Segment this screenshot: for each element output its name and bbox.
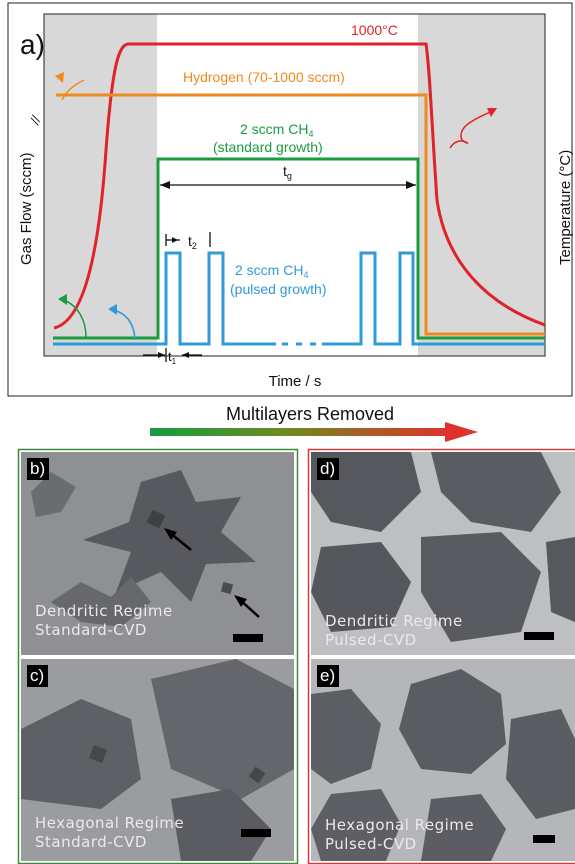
multilayer-island xyxy=(146,509,166,529)
panel-b-caption-line1: Dendritic Regime xyxy=(35,602,173,620)
scale-bar xyxy=(524,632,554,640)
banner-text: Multilayers Removed xyxy=(226,404,394,424)
hexagonal-flake xyxy=(21,699,141,809)
panel-d-caption-line2: Pulsed-CVD xyxy=(325,631,417,649)
banner-arrow-shaft xyxy=(150,428,450,436)
banner-arrowhead xyxy=(445,422,478,442)
panel-c-tag: c) xyxy=(27,665,49,687)
temperature-axis-arrowhead xyxy=(487,108,497,117)
tg-arrowhead-right xyxy=(406,181,416,189)
green-axis-arrowhead xyxy=(58,294,67,305)
panel-e-caption-line1: Hexagonal Regime xyxy=(325,816,475,834)
pulsed-growth-line-left xyxy=(53,251,276,346)
t1-arrowhead-right xyxy=(182,352,189,358)
dendritic-flake xyxy=(311,542,411,632)
scale-bar xyxy=(533,835,555,843)
blue-axis-arrowhead xyxy=(108,304,117,315)
panel-e-tag: e) xyxy=(317,665,340,687)
sem-b-flakes xyxy=(31,470,260,627)
sem-image-e: e) Hexagonal Regime Pulsed-CVD xyxy=(311,659,575,861)
temperature-axis-arrow xyxy=(449,111,491,149)
sem-c-flakes xyxy=(21,659,294,861)
dendritic-flake xyxy=(421,532,541,642)
shade-right xyxy=(418,14,545,356)
panel-c-caption-line2: Standard-CVD xyxy=(35,833,147,851)
panel-a-label: a) xyxy=(20,29,45,60)
hexagonal-flake xyxy=(311,789,401,861)
hydrogen-line xyxy=(56,93,545,336)
hexagonal-flake xyxy=(151,659,294,799)
dendritic-flake xyxy=(51,577,151,627)
t1-arrowhead-left xyxy=(158,352,165,358)
pulsed-growth-line-right xyxy=(322,251,545,346)
multilayer-island xyxy=(248,766,266,784)
temperature-curve xyxy=(53,42,546,330)
standard-label-line1: 2 sccm CH4 xyxy=(240,121,313,139)
hydrogen-axis-arrowhead xyxy=(55,72,64,83)
sem-image-d: d) Dendritic Regime Pulsed-CVD xyxy=(311,452,575,655)
green-axis-arrow xyxy=(63,299,87,338)
t2-label: t2 xyxy=(188,233,197,251)
panel-e-caption-line2: Pulsed-CVD xyxy=(325,835,417,853)
hexagonal-flake xyxy=(399,669,506,774)
panel-b-caption-line2: Standard-CVD xyxy=(35,621,147,639)
hexagonal-flake xyxy=(421,794,506,861)
pointer-arrowhead xyxy=(234,595,247,607)
sem-image-b: b) Dendritic Regime Standard-CVD xyxy=(21,452,294,655)
panel-c-caption-line1: Hexagonal Regime xyxy=(35,814,185,832)
panel-d-tag: d) xyxy=(317,458,340,480)
standard-label-line2: (standard growth) xyxy=(213,139,323,155)
panel-b-tag: b) xyxy=(27,458,50,480)
standard-growth-line xyxy=(53,157,545,340)
t2-arrowhead xyxy=(172,237,178,243)
hexagonal-flake xyxy=(506,709,575,819)
sem-image-c: c) Hexagonal Regime Standard-CVD xyxy=(21,659,294,861)
multilayer-island xyxy=(220,581,234,595)
hexagonal-flake xyxy=(171,789,271,861)
x-axis-label: Time / s xyxy=(269,373,322,390)
y-axis-label-right: Temperature (°C) xyxy=(557,150,574,265)
pulsed-label-line1: 2 sccm CH4 xyxy=(235,262,308,280)
pointer-arrowhead xyxy=(164,528,177,540)
tg-label: tg xyxy=(283,163,292,181)
shade-left xyxy=(44,14,157,356)
dendritic-flake xyxy=(546,537,575,622)
hexagonal-flake xyxy=(311,689,381,784)
y-axis-label-left: Gas Flow (sccm) xyxy=(18,152,35,265)
temperature-label: 1000°C xyxy=(351,22,398,38)
dendritic-flake xyxy=(31,472,76,517)
scale-bar xyxy=(241,829,271,837)
multilayer-island xyxy=(89,745,107,763)
hydrogen-axis-arrow xyxy=(61,79,85,101)
sem-e-flakes xyxy=(311,669,575,861)
tg-arrowhead-left xyxy=(160,181,170,189)
scale-bar xyxy=(233,634,263,642)
plot-axes-box xyxy=(43,13,546,357)
pulsed-label-line2: (pulsed growth) xyxy=(230,281,327,297)
sem-d-flakes xyxy=(311,452,575,642)
dendritic-flake xyxy=(431,452,561,532)
hydrogen-label: Hydrogen (70-1000 sccm) xyxy=(183,69,345,85)
panel-d-caption-line1: Dendritic Regime xyxy=(325,612,463,630)
t1-label: t1 xyxy=(168,349,177,366)
